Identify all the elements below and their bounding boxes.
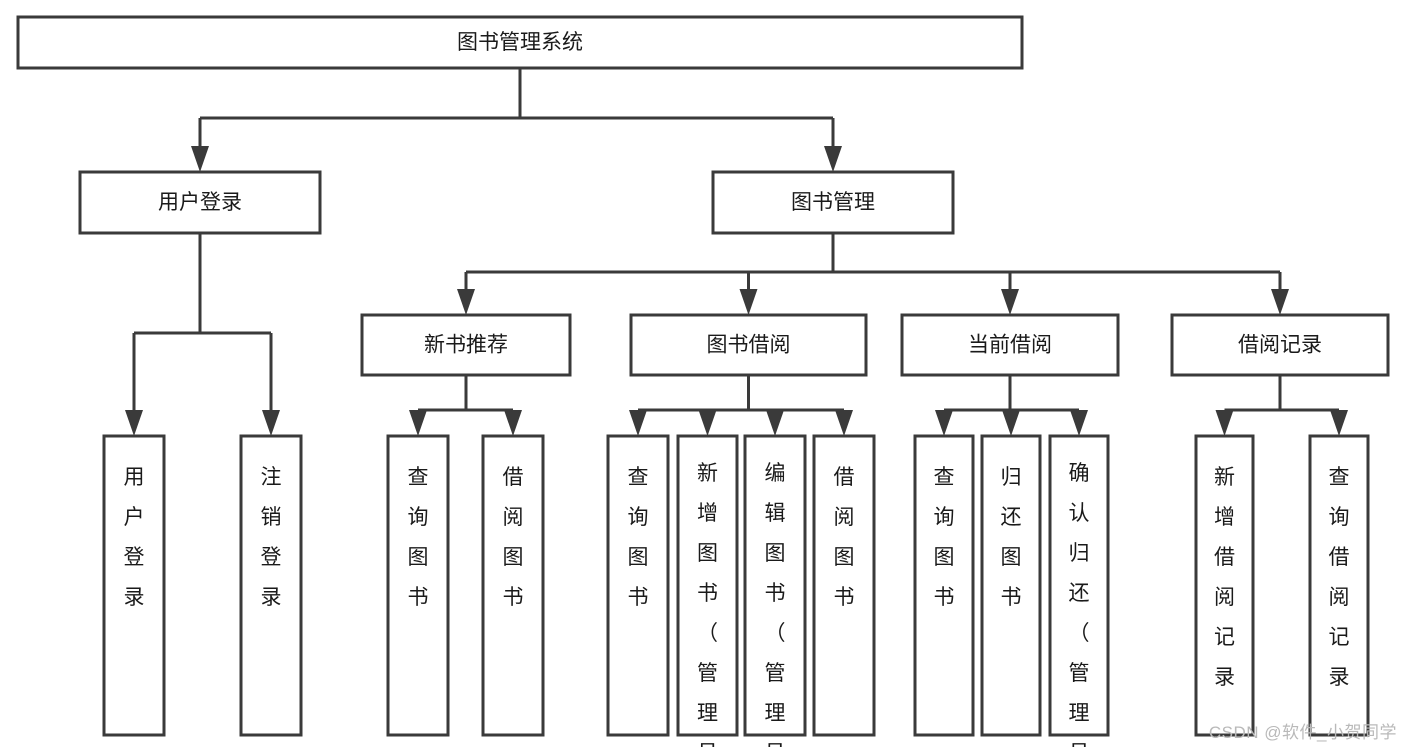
node-label: 确认归还（管理员） [1069,462,1090,747]
node-leaf-1[interactable]: 注销登录 [239,434,303,737]
node-leaf-12[interactable]: 查询借阅记录 [1308,434,1370,737]
watermark-text: CSDN @软件_小贺同学 [1208,723,1397,742]
node-label: 借阅图书 [503,466,524,609]
node-leaf-7[interactable]: 借阅图书 [812,434,876,737]
node-rect[interactable] [1170,313,1390,377]
arrow-head-icon [835,410,853,436]
node-leaf-8[interactable]: 查询图书 [913,434,975,737]
node-rect[interactable] [1048,434,1110,737]
node-label: 用户登录 [158,191,242,214]
node-rect[interactable] [743,434,807,737]
node-label: 查询借阅记录 [1329,466,1350,689]
arrow-head-icon [1271,289,1289,315]
node-level2-2[interactable]: 当前借阅 [900,313,1120,377]
arrow-head-icon [935,410,953,436]
node-rect[interactable] [16,15,1024,70]
node-rect[interactable] [386,434,450,737]
arrow-head-icon [766,410,784,436]
arrow-head-icon [1215,410,1234,436]
node-label: 借阅记录 [1238,334,1322,357]
arrow-head-icon [457,289,475,315]
node-leaf-6[interactable]: 编辑图书（管理员） [743,434,807,747]
node-label: 查询图书 [934,466,955,609]
node-level2-1[interactable]: 图书借阅 [629,313,868,377]
node-rect[interactable] [102,434,166,737]
node-leaf-11[interactable]: 新增借阅记录 [1194,434,1255,737]
node-leaf-2[interactable]: 查询图书 [386,434,450,737]
node-level1-0[interactable]: 用户登录 [78,170,322,235]
node-rect[interactable] [360,313,572,377]
node-label: 图书管理 [791,191,875,214]
arrow-head-icon [262,410,280,436]
node-rect[interactable] [606,434,670,737]
arrow-head-icon [629,410,647,436]
node-label: 编辑图书（管理员） [765,462,786,747]
node-label: 用户登录 [124,466,145,609]
node-rect[interactable] [913,434,975,737]
node-label: 新增图书（管理员） [697,462,718,747]
node-label: 图书借阅 [707,334,791,357]
arrow-head-icon [1330,410,1348,436]
node-level2-0[interactable]: 新书推荐 [360,313,572,377]
node-leaf-4[interactable]: 查询图书 [606,434,670,737]
node-rect[interactable] [78,170,322,235]
node-label: 借阅图书 [834,466,855,609]
node-root[interactable]: 图书管理系统 [16,15,1024,70]
node-rect[interactable] [711,170,955,235]
node-rect[interactable] [1308,434,1370,737]
node-leaf-10[interactable]: 确认归还（管理员） [1048,434,1110,747]
arrow-head-icon [824,146,842,172]
node-label: 新书推荐 [424,334,508,357]
node-rect[interactable] [629,313,868,377]
arrow-head-icon [1001,289,1019,315]
node-label: 当前借阅 [968,334,1052,357]
arrow-head-icon [698,410,717,436]
arrow-head-icon [1002,410,1020,436]
arrow-head-icon [1070,410,1088,436]
node-rect[interactable] [676,434,739,737]
arrow-head-icon [504,410,522,436]
node-label: 查询图书 [628,466,649,609]
node-label: 归还图书 [1001,466,1022,609]
node-layer: 图书管理系统用户登录图书管理新书推荐图书借阅当前借阅借阅记录用户登录注销登录查询… [16,15,1390,747]
node-rect[interactable] [239,434,303,737]
node-level1-1[interactable]: 图书管理 [711,170,955,235]
node-label: 注销登录 [261,466,282,609]
node-rect[interactable] [900,313,1120,377]
node-rect[interactable] [481,434,545,737]
node-label: 图书管理系统 [457,31,583,54]
node-leaf-5[interactable]: 新增图书（管理员） [676,434,739,747]
arrow-head-icon [739,289,758,315]
node-label: 新增借阅记录 [1214,466,1235,689]
node-rect[interactable] [980,434,1042,737]
node-level2-3[interactable]: 借阅记录 [1170,313,1390,377]
node-label: 查询图书 [408,466,429,609]
node-rect[interactable] [812,434,876,737]
arrow-head-icon [191,146,209,172]
connector-layer [125,68,1348,436]
node-leaf-9[interactable]: 归还图书 [980,434,1042,737]
arrow-head-icon [409,410,427,436]
node-leaf-3[interactable]: 借阅图书 [481,434,545,737]
arrow-head-icon [125,410,143,436]
node-rect[interactable] [1194,434,1255,737]
node-leaf-0[interactable]: 用户登录 [102,434,166,737]
